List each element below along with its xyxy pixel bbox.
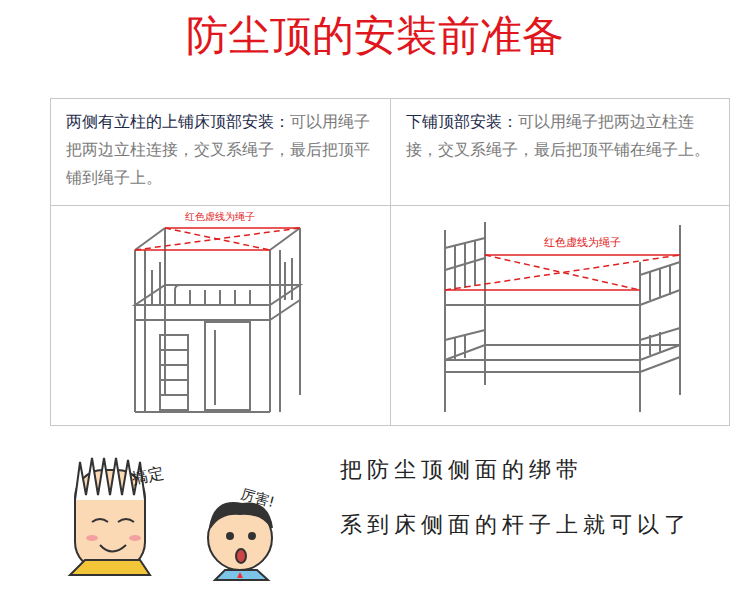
handwritten-note: 系到床侧面的杆子上就可以了 [340,512,691,538]
rope-note: 红色虚线为绳子 [183,211,257,223]
instruction-cell: 两侧有立柱的上铺床顶部安装：可以用绳子把两边立柱连接，交叉系绳子，最后把顶平铺到… [62,108,382,192]
cell-heading: 两侧有立柱的上铺床顶部安装： [66,112,290,131]
rope-note: 红色虚线为绳子 [542,236,623,249]
speech-text: 搞定 [128,463,167,489]
instruction-cell: 下铺顶部安装：可以用绳子把两边立柱连接，交叉系绳子，最后把顶平铺在绳子上。 [402,108,722,164]
handwritten-note: 把防尘顶侧面的绑带 [340,457,583,483]
title: 防尘顶的安装前准备 [0,6,750,66]
cell-heading: 下铺顶部安装： [406,112,518,131]
